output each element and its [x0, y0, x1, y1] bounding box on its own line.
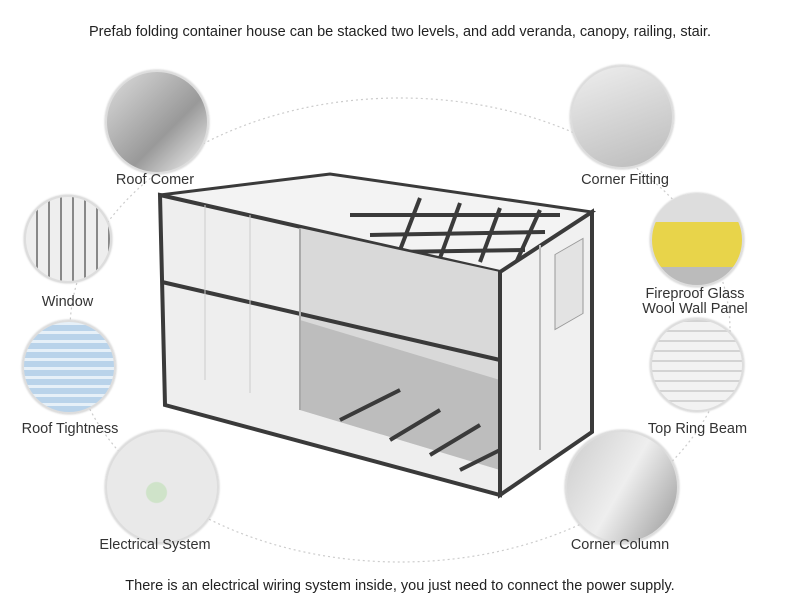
- window-image: [24, 195, 112, 283]
- fireproof-label-line1: Fireproof Glass: [645, 286, 745, 302]
- roof-corner-label: Roof Comer: [115, 172, 195, 188]
- top-ring-beam-image: [650, 318, 744, 412]
- corner-fitting-label: Corner Fitting: [581, 172, 669, 188]
- fireproof-label-line2: Wool Wall Panel: [642, 301, 748, 317]
- footer-caption: There is an electrical wiring system ins…: [125, 578, 675, 594]
- dotted-ellipse: [69, 97, 731, 563]
- electrical-system-image: [105, 430, 219, 544]
- window-label: Window: [41, 294, 94, 310]
- header-caption: Prefab folding container house can be st…: [88, 24, 711, 40]
- corner-column-label: Corner Column: [570, 537, 670, 553]
- fireproof-label: Fireproof Glass Wool Wall Panel: [630, 287, 760, 317]
- corner-fitting-image: [570, 65, 674, 169]
- roof-tightness-image: [22, 320, 116, 414]
- roof-corner-image: [105, 70, 209, 174]
- end-window: [554, 237, 584, 331]
- corner-column-image: [565, 430, 679, 544]
- roof-tightness-label: Roof Tightness: [21, 421, 119, 437]
- top-ring-beam-label: Top Ring Beam: [647, 421, 748, 437]
- fireproof-wool-image: [650, 193, 744, 287]
- floor: [300, 320, 500, 470]
- electrical-system-label: Electrical System: [99, 537, 211, 553]
